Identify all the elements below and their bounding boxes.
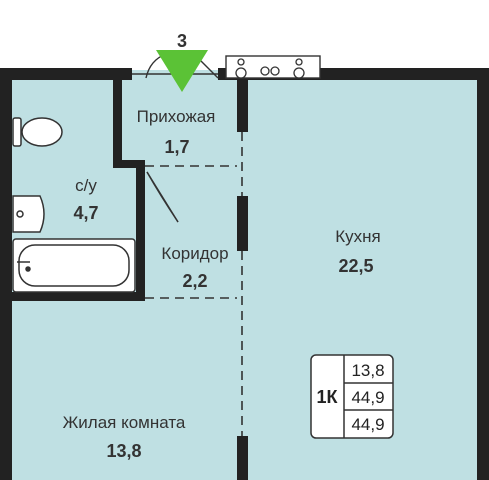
room-living-name: Жилая комната xyxy=(63,413,186,432)
kitchen-sink-icon xyxy=(260,66,280,76)
room-corridor-name: Коридор xyxy=(161,244,228,263)
stove-icon xyxy=(235,58,305,79)
room-kitchen-area: 22,5 xyxy=(338,256,373,276)
room-hallway-name: Прихожая xyxy=(137,107,216,126)
room-bathroom-name: с/у xyxy=(75,176,97,195)
bathtub-icon xyxy=(12,238,136,293)
apartment-type: 1К xyxy=(317,387,339,407)
dashed-separators xyxy=(145,132,243,436)
room-kitchen-name: Кухня xyxy=(335,227,381,246)
entrance-marker xyxy=(156,50,208,92)
entrance-number: 3 xyxy=(177,31,187,51)
room-bathroom-area: 4,7 xyxy=(73,203,98,223)
kitchen-counter xyxy=(225,55,321,79)
room-living-area: 13,8 xyxy=(106,441,141,461)
bathroom-door-icon xyxy=(146,171,179,223)
sink-icon xyxy=(12,195,45,233)
info-total-area-with-balcony: 44,9 xyxy=(351,415,384,434)
interior-walls xyxy=(12,80,248,480)
apartment-info-box: 1К 13,8 44,9 44,9 xyxy=(310,354,394,439)
room-corridor-area: 2,2 xyxy=(182,271,207,291)
info-living-area: 13,8 xyxy=(351,361,384,380)
room-hallway-area: 1,7 xyxy=(164,137,189,157)
toilet-icon xyxy=(12,117,63,147)
info-total-area: 44,9 xyxy=(351,388,384,407)
